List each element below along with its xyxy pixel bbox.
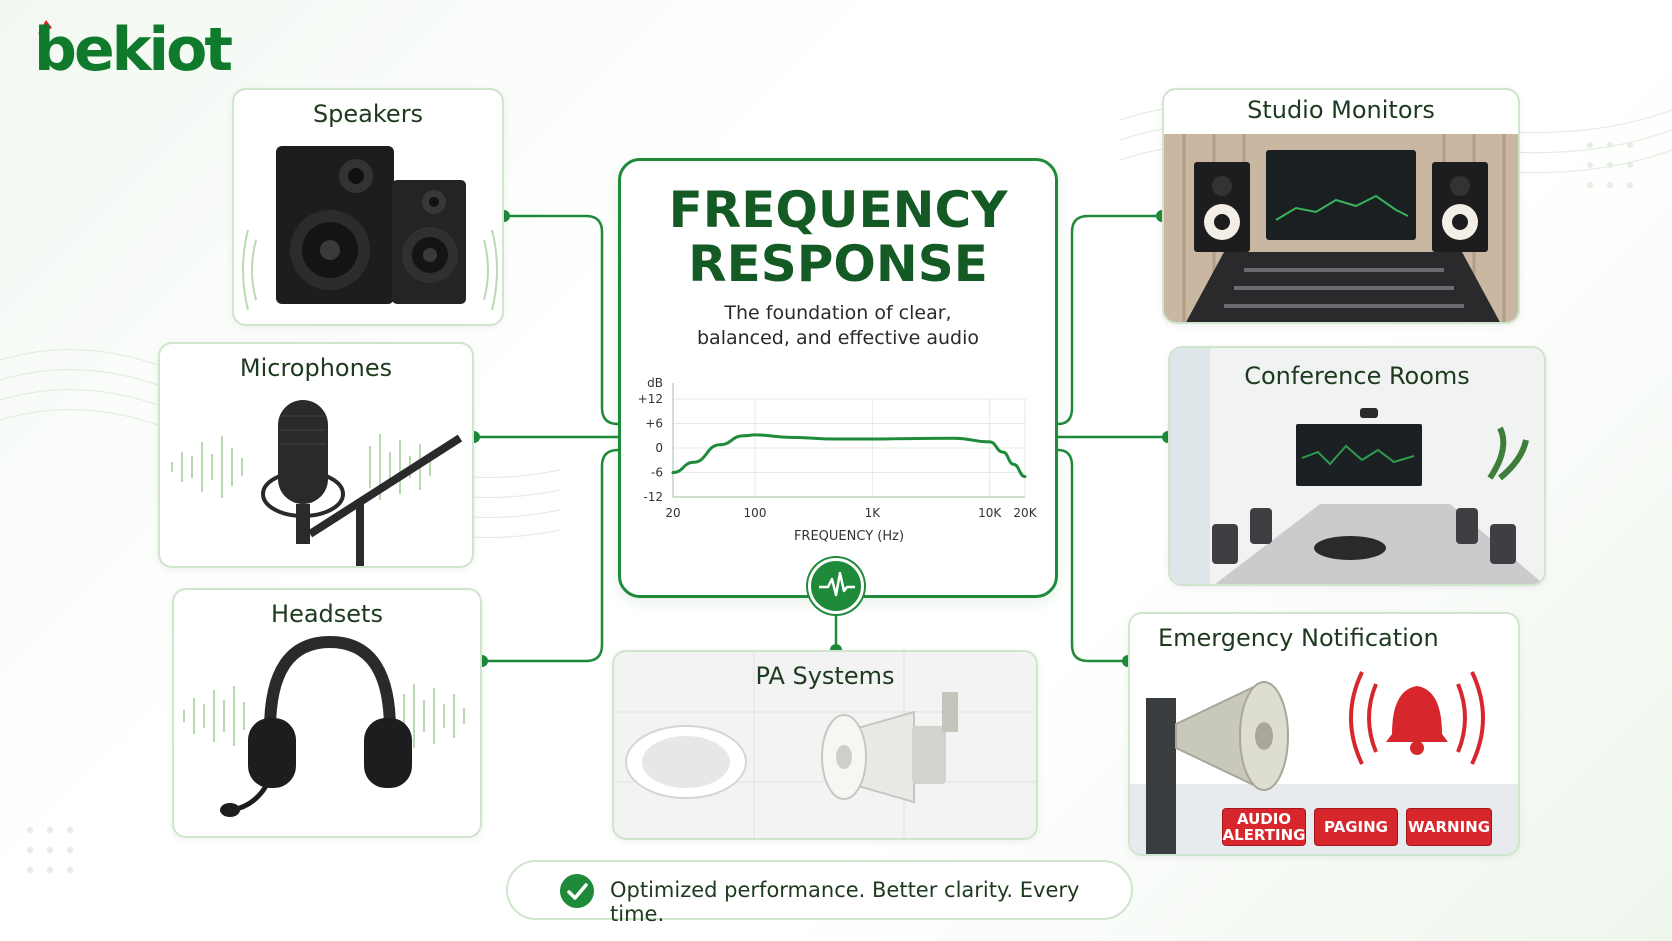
x-tick-label: 20 (665, 506, 680, 520)
speakers-illustration (242, 146, 498, 311)
conference-rooms-title: Conference Rooms (1244, 362, 1470, 390)
panel-subtitle-line1: The foundation of clear, (724, 302, 952, 324)
x-tick-label: 1K (865, 506, 882, 520)
bekiot-logo[interactable]: bekiot (34, 14, 244, 86)
check-circle-icon (560, 874, 594, 908)
speakers-card[interactable]: Speakers (232, 88, 504, 326)
pa-systems-card[interactable]: PA Systems (612, 650, 1038, 840)
speakers-title: Speakers (312, 100, 424, 128)
y-tick-label: 0 (655, 441, 663, 455)
x-axis-label: FREQUENCY (Hz) (794, 529, 904, 544)
x-tick-label: 100 (744, 506, 767, 520)
studio-monitors-title: Studio Monitors (1247, 96, 1435, 124)
logo-text: bekiot (34, 15, 233, 85)
audio-alerting-tag: AUDIO ALERTING (1222, 808, 1306, 846)
pa-systems-illustration (614, 652, 1036, 838)
microphones-title: Microphones (239, 354, 393, 382)
pa-systems-title: PA Systems (755, 662, 895, 690)
footer-text: Optimized performance. Better clarity. E… (610, 878, 1080, 926)
waveform-pulse-icon (819, 571, 855, 597)
panel-title: FREQUENCY RESPONSE (621, 183, 1055, 291)
conference-illustration (1170, 348, 1544, 584)
pulse-badge (808, 558, 864, 614)
y-tick-label: -12 (643, 490, 663, 504)
headsets-title: Headsets (271, 600, 383, 628)
emergency-notification-title: Emergency Notification (1158, 624, 1439, 652)
warning-tag: WARNING (1406, 808, 1492, 846)
studio-monitors-card[interactable]: Studio Monitors (1162, 88, 1520, 324)
microphones-card[interactable]: Microphones (158, 342, 474, 568)
headset-illustration (183, 635, 465, 817)
microphone-illustration (171, 400, 463, 566)
panel-subtitle: The foundation of clear, balanced, and e… (621, 301, 1055, 351)
y-tick-label: +6 (645, 417, 663, 431)
panel-title-line1: FREQUENCY (668, 181, 1008, 239)
y-tick-label: +12 (638, 392, 663, 406)
frequency-response-panel: FREQUENCY RESPONSE The foundation of cle… (618, 158, 1058, 598)
y-tick-label: -6 (651, 466, 663, 480)
logo-accent-icon (38, 20, 52, 34)
x-tick-label: 20K (1013, 506, 1037, 520)
studio-illustration (1164, 134, 1518, 322)
headsets-card[interactable]: Headsets (172, 588, 482, 838)
conference-rooms-card[interactable]: Conference Rooms (1168, 346, 1546, 586)
panel-subtitle-line2: balanced, and effective audio (697, 327, 979, 349)
x-tick-label: 10K (978, 506, 1002, 520)
y-axis-label: dB (647, 376, 663, 390)
emergency-notification-card[interactable]: Emergency Notification AUDIO ALERTING PA… (1128, 612, 1520, 856)
frequency-response-line (671, 433, 1027, 479)
paging-tag: PAGING (1314, 808, 1398, 846)
footer-banner: Optimized performance. Better clarity. E… (506, 860, 1133, 926)
panel-title-line2: RESPONSE (688, 235, 988, 293)
